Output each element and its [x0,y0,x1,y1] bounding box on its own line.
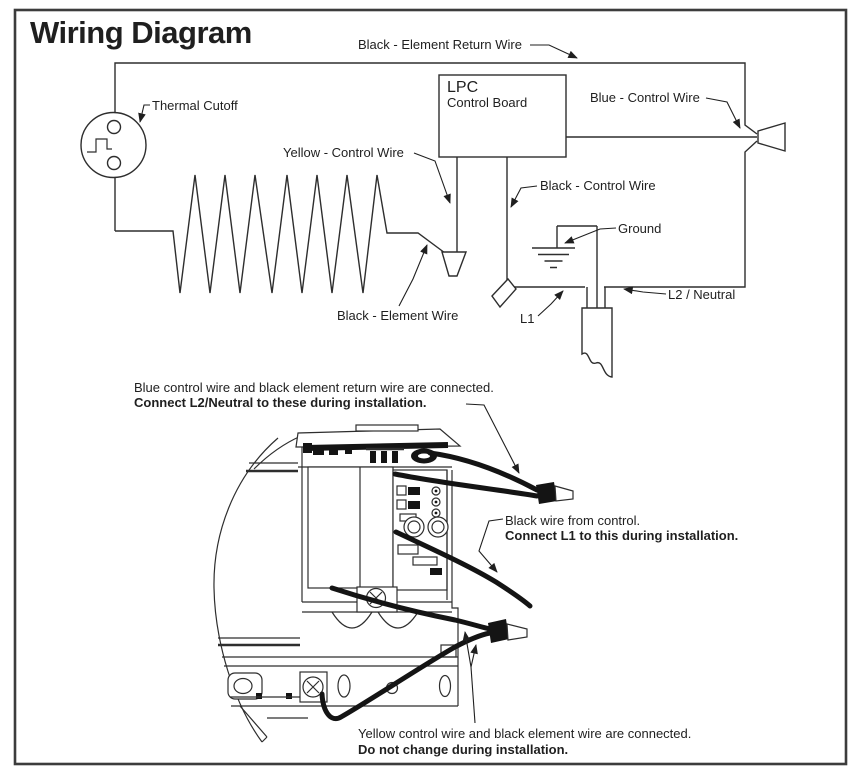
heating-element-symbol [115,174,446,294]
annotation-do-not-change: Yellow control wire and black element wi… [358,726,691,757]
lpc-control-board-box [438,74,567,158]
drain-valve [227,672,263,700]
l2-neutral-wire [604,140,758,288]
bracket-slot-left [337,674,351,698]
page-border [13,8,848,766]
label-element-return-wire: Black - Element Return Wire [358,37,522,52]
control-board-details [396,485,449,575]
blue-wire-connector [757,122,786,152]
leader-black-control [510,185,538,208]
label-lpc: LPC [447,79,478,96]
control-cover [295,424,462,453]
label-black-element-wire: Black - Element Wire [337,308,458,323]
leader-element-return [530,44,578,59]
annotation-2-line-1: Black wire from control. [505,513,640,528]
leader-blue-control [705,97,741,129]
installation-illustration [213,403,574,743]
annotation-connected-top: Blue control wire and black element retu… [134,380,494,410]
control-top-components [313,447,437,464]
thermal-cutoff-terminal-bottom [106,155,122,171]
thermal-cutoff-terminal-top [106,119,122,135]
black-control-wire-photo [393,529,533,609]
annotation-1-line-1: Blue control wire and black element retu… [134,380,494,395]
element-return-wire-photo [427,450,540,493]
label-black-control-wire: Black - Control Wire [540,178,656,193]
label-thermal-cutoff: Thermal Cutoff [152,98,238,113]
annotation-3-line-1: Yellow control wire and black element wi… [358,726,691,741]
leader-annotation-bottom-stem [470,666,476,724]
schematic: Black - Element Return Wire Thermal Cuto… [80,37,786,378]
leader-ground [564,227,617,244]
thermal-cutoff-contact [87,138,112,153]
black-wire-connector [491,277,517,309]
element-return-wire [114,62,758,231]
tank-outline-inner [253,435,302,470]
leader-l1 [537,290,564,317]
leader-yellow-control [413,152,451,204]
label-ground: Ground [618,221,661,236]
thermal-cutoff-symbol [80,111,147,179]
power-cord-symbol [581,287,613,378]
yellow-control-wire-photo [329,585,493,632]
annotation-2-line-2: Connect L1 to this during installation. [505,528,738,543]
label-l2-neutral: L2 / Neutral [668,287,735,302]
annotation-l1-wire: Black wire from control. Connect L1 to t… [505,513,738,543]
annotation-3-line-2: Do not change during installation. [358,742,568,757]
leader-black-element [398,244,428,307]
leader-annotation-bottom-a [462,631,472,668]
upper-wire-connector [536,482,574,504]
leader-annotation-connected-top [465,403,520,474]
page-title: Wiring Diagram [30,15,252,50]
leader-l2-neutral [623,286,667,295]
bracket-screw [302,676,324,698]
mounting-bracket [218,614,459,743]
ground-symbol [532,225,598,308]
leader-thermal-cutoff [138,104,150,123]
valve-scallops [331,611,419,629]
annotation-1-line-2: Connect L2/Neutral to these during insta… [134,395,427,410]
leader-annotation-l1-wire [478,518,504,573]
thermal-cutoff-body [80,111,147,179]
yellow-wire-connector [441,251,468,277]
label-yellow-control-wire: Yellow - Control Wire [283,145,404,160]
lower-wire-connector [488,619,528,643]
bracket-slot-right [438,674,452,698]
label-l1: L1 [520,311,534,326]
leader-annotation-bottom-b [470,644,478,668]
blue-control-wire-photo [392,471,540,499]
label-control-board: Control Board [447,95,527,110]
label-blue-control-wire: Blue - Control Wire [590,90,700,105]
black-element-wire-photo [319,630,493,721]
